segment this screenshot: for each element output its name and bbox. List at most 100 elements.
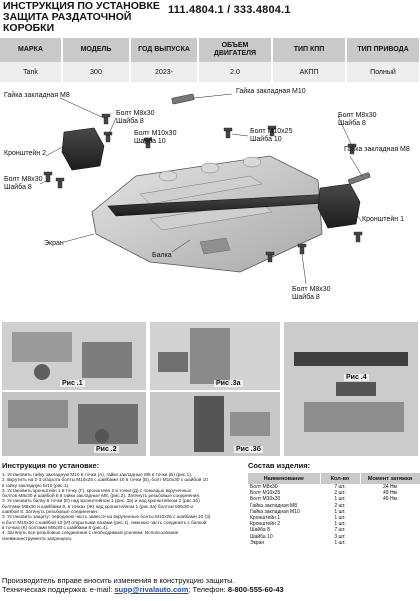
footer-disclaimer: Производитель вправе вносить изменения в… [2,576,235,585]
component-name: Кронштейн 1 [250,515,280,522]
table-row: Болт М10х25 2 шт. 49 Нм [248,490,420,496]
support-email-link[interactable]: supp@rivalauto.com [114,585,189,594]
captive-nut-m8 [348,172,371,185]
component-qty: 2 шт. [334,502,346,509]
installation-photos: Рис .1 Рис .2 Рис .3а Рис .3б [0,320,420,458]
bracket-1 [317,183,361,229]
component-torque: 49 Нм [383,490,397,497]
photo-2-caption: Рис .2 [94,446,119,453]
component-name: Гайка закладная М8 [250,502,297,509]
table-row: Гайка закладная М10 1 шт. [248,509,420,515]
photo-3b-caption: Рис .3б [234,446,263,453]
callout-bolt-m8x30-right: Болт М8х30 Шайба 8 [338,112,377,127]
footer-support: Техническая поддержка: e-mail: supp@riva… [2,585,418,595]
spec-header-cell: МАРКА [0,38,63,62]
photo-3b-image [150,392,280,456]
instruction-line: болтами М8х30 и шайбами 8, в точках (Ж) … [2,503,194,509]
instruction-line: 4. Затянуть все резьбовые соединения с н… [2,530,179,536]
spec-cell: 2.0 [198,62,273,82]
component-name: Кронштейн 2 [250,521,280,528]
spec-cell: 2023- [130,62,199,82]
leader-lines [39,93,363,285]
components-header-cell: Наименование [248,473,321,484]
component-name: Болт М10х25 [250,490,281,497]
product-components: Состав изделия: Наименование Кол-во Моме… [248,461,420,546]
plate-slot [199,237,231,255]
photo-2-image [2,392,146,456]
component-qty: 7 шт. [334,527,346,534]
plate-dimple [242,156,262,168]
photo-3a-caption: Рис .3а [214,380,243,387]
spec-cell: Tank [0,62,63,82]
part-codes: 111.4804.1 / 333.4804.1 [168,4,291,16]
photo-fig-4: Рис .4 [284,322,418,456]
table-row: Шайба 8 7 шт. [248,527,420,533]
photo-fig-2: Рис .2 [2,392,146,456]
callout-nut-m10: Гайка закладная М10 [236,88,306,95]
instructions-list: 1. Установить гайку закладную М10 в точк… [2,472,242,541]
plate-rib [139,175,263,205]
document-header: ИНСТРУКЦИЯ ПО УСТАНОВКЕ ЗАЩИТА РАЗДАТОЧН… [0,0,420,36]
spec-header-cell: ТИП ПРИВОДА [346,38,420,62]
instruction-line: и болт М10х30 с шайбой 10 (И) открытыми … [2,519,207,525]
callout-bolt-m8x30-top: Болт М8х30 Шайба 8 [116,110,155,125]
title-line-3: КОРОБКИ [3,22,55,34]
document-footer: Производитель вправе вносить изменения в… [2,576,418,595]
exploded-assembly-diagram: Гайка закладная М8 Болт М8х30 Шайба 8 Га… [0,84,420,320]
plate-dimple [158,170,178,182]
photo-fig-3b: Рис .3б [150,392,280,456]
components-title: Состав изделия: [248,461,311,470]
instruction-line: в точках (К) болтами М8х30 с шайбами 8 (… [2,524,109,530]
component-qty: 1 шт. [334,521,346,528]
plate-dimple [200,162,220,174]
component-qty: 2 шт. [334,490,346,497]
components-header-cell: Момент затяжки [360,473,420,484]
title-line-1: ИНСТРУКЦИЯ ПО УСТАНОВКЕ [3,0,160,12]
components-table: Наименование Кол-во Момент затяжки Болт … [248,473,420,546]
instruction-line: 3. Установить балку в точки (Е) над крон… [2,498,200,504]
component-name: Шайба 10 [250,533,273,540]
callout-bolt-m8x30-left: Болт М8х30 Шайба 8 [4,176,43,191]
instruction-line: в гайку закладную М10 (рис.1). [2,482,70,488]
instruction-line: 1. Установить гайку закладную М10 в точк… [2,472,193,477]
photo-fig-1: Рис .1 [2,322,146,390]
table-row: Гайка закладная М8 2 шт. [248,503,420,509]
instruction-line: шайбой 8. Затянуть резьбовые соединения. [2,509,99,515]
component-qty: 1 шт. [334,508,346,515]
photo-3a-image [150,322,280,390]
callout-bracket-1: Кронштейн 1 [362,216,404,223]
support-prefix: Техническая поддержка: e-mail: [2,585,115,594]
component-qty: 7 шт. [334,484,346,490]
installation-instructions: Инструкция по установке: 1. Установить г… [2,461,242,541]
instruction-line: пневмоинструмента запрещено. [2,535,73,541]
instruction-line: 3. Установить защиту: переднюю часть зав… [2,514,211,520]
component-name: Шайба 8 [250,527,270,534]
photo-fig-3a: Рис .3а [150,322,280,390]
component-qty: 1 шт. [334,539,346,546]
component-name: Болт М10х30 [250,496,281,503]
callout-beam: Балка [152,252,172,259]
instruction-line: 3. Установить кронштейн 1 в точку (Г), к… [2,487,191,493]
spec-header-cell: ГОД ВЫПУСКА [130,38,199,62]
callout-bolt-m8x30-bottom: Болт М8х30 Шайба 8 [292,286,331,301]
spec-header-cell: ТИП КПП [272,38,347,62]
components-header-row: Наименование Кол-во Момент затяжки [248,473,420,484]
component-name: Гайка закладная М10 [250,508,300,515]
table-row: Кронштейн 2 1 шт. [248,521,420,527]
assembly-drawing [39,93,371,285]
spec-cell: АКПП [272,62,347,82]
phone-prefix: ; Телефон: [188,585,228,594]
component-torque [360,540,420,546]
photo-4-caption: Рис .4 [344,374,369,381]
components-header-cell: Кол-во [320,473,361,484]
photo-1-caption: Рис .1 [60,380,85,387]
photo-1-image [2,322,146,390]
instructions-title: Инструкция по установке: [2,461,100,470]
vehicle-spec-table: МАРКА МОДЕЛЬ ГОД ВЫПУСКА ОБЪЕМ ДВИГАТЕЛЯ… [0,38,420,82]
captive-nut-m10 [171,93,195,105]
